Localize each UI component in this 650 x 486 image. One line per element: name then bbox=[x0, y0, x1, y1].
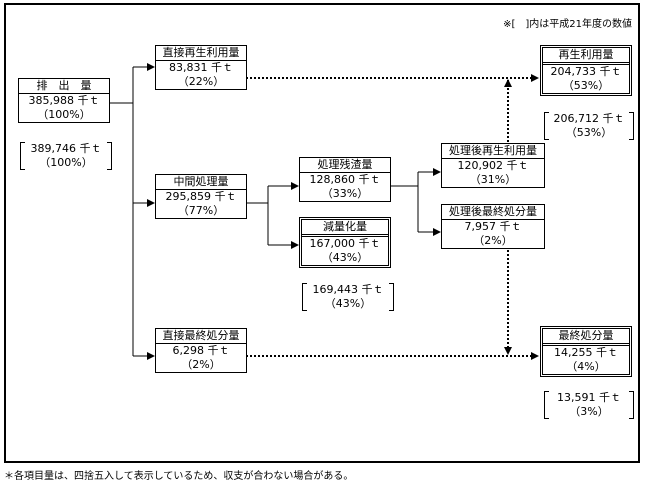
box-post-recycle-title: 処理後再生利用量 bbox=[442, 144, 544, 159]
box-direct-final-pct: （2%） bbox=[181, 358, 221, 371]
box-emission: 排 出 量 385,988 千ｔ （100%） bbox=[18, 78, 110, 123]
diagram-frame bbox=[4, 3, 640, 463]
box-direct-recycle-pct: （22%） bbox=[177, 75, 225, 88]
box-post-final-pct: （2%） bbox=[473, 234, 513, 247]
box-intermediate-value: 295,859 千ｔ bbox=[165, 190, 237, 203]
prev-reduction: 169,443 千ｔ （43%） bbox=[302, 283, 394, 311]
box-recycle-pct: （53%） bbox=[562, 79, 610, 92]
prev-reduction-value: 169,443 千ｔ bbox=[312, 283, 384, 296]
box-post-recycle: 処理後再生利用量 120,902 千ｔ （31%） bbox=[441, 143, 545, 188]
box-emission-pct: （100%） bbox=[37, 108, 91, 121]
prev-recycle-value: 206,712 千ｔ bbox=[553, 112, 625, 125]
box-recycle-value: 204,733 千ｔ bbox=[550, 65, 622, 78]
box-post-final-title: 処理後最終処分量 bbox=[442, 205, 544, 220]
box-direct-recycle: 直接再生利用量 83,831 千ｔ （22%） bbox=[155, 45, 247, 90]
box-intermediate-title: 中間処理量 bbox=[156, 175, 246, 190]
box-residue-pct: （33%） bbox=[321, 187, 369, 200]
prev-emission-pct: （100%） bbox=[39, 156, 93, 169]
prev-recycle: 206,712 千ｔ （53%） bbox=[544, 112, 634, 140]
prev-emission-value: 389,746 千ｔ bbox=[30, 142, 102, 155]
box-direct-final: 直接最終処分量 6,298 千ｔ （2%） bbox=[155, 328, 247, 373]
box-direct-recycle-value: 83,831 千ｔ bbox=[169, 61, 233, 74]
box-final-value: 14,255 千ｔ bbox=[554, 346, 618, 359]
prev-emission: 389,746 千ｔ （100%） bbox=[20, 142, 112, 170]
prev-reduction-pct: （43%） bbox=[324, 297, 372, 310]
box-final: 最終処分量 14,255 千ｔ （4%） bbox=[540, 326, 632, 377]
box-post-final-value: 7,957 千ｔ bbox=[464, 220, 522, 233]
box-direct-recycle-title: 直接再生利用量 bbox=[156, 46, 246, 61]
box-recycle: 再生利用量 204,733 千ｔ （53%） bbox=[540, 45, 632, 96]
prev-recycle-pct: （53%） bbox=[565, 126, 613, 139]
box-recycle-title: 再生利用量 bbox=[543, 48, 629, 65]
box-residue-title: 処理残渣量 bbox=[300, 158, 390, 173]
box-final-pct: （4%） bbox=[566, 360, 606, 373]
box-post-final: 処理後最終処分量 7,957 千ｔ （2%） bbox=[441, 204, 545, 249]
box-intermediate: 中間処理量 295,859 千ｔ （77%） bbox=[155, 174, 247, 219]
box-reduction-value: 167,000 千ｔ bbox=[309, 237, 381, 250]
prev-final: 13,591 千ｔ （3%） bbox=[544, 391, 634, 419]
box-emission-value: 385,988 千ｔ bbox=[28, 94, 100, 107]
box-reduction-title: 減量化量 bbox=[302, 220, 388, 237]
box-post-recycle-value: 120,902 千ｔ bbox=[457, 159, 529, 172]
box-direct-final-value: 6,298 千ｔ bbox=[172, 344, 230, 357]
box-direct-final-title: 直接最終処分量 bbox=[156, 329, 246, 344]
box-reduction: 減量化量 167,000 千ｔ （43%） bbox=[299, 217, 391, 268]
note-previous-year: ※[ ]内は平成21年度の数値 bbox=[503, 19, 632, 30]
box-emission-title: 排 出 量 bbox=[19, 79, 109, 94]
box-final-title: 最終処分量 bbox=[543, 329, 629, 346]
box-reduction-pct: （43%） bbox=[321, 251, 369, 264]
box-residue: 処理残渣量 128,860 千ｔ （33%） bbox=[299, 157, 391, 202]
box-residue-value: 128,860 千ｔ bbox=[309, 173, 381, 186]
footnote: ＊各項目量は、四捨五入して表示しているため、収支が合わない場合がある。 bbox=[4, 471, 354, 482]
box-post-recycle-pct: （31%） bbox=[469, 173, 517, 186]
prev-final-pct: （3%） bbox=[569, 405, 609, 418]
box-intermediate-pct: （77%） bbox=[177, 204, 225, 217]
prev-final-value: 13,591 千ｔ bbox=[557, 391, 621, 404]
